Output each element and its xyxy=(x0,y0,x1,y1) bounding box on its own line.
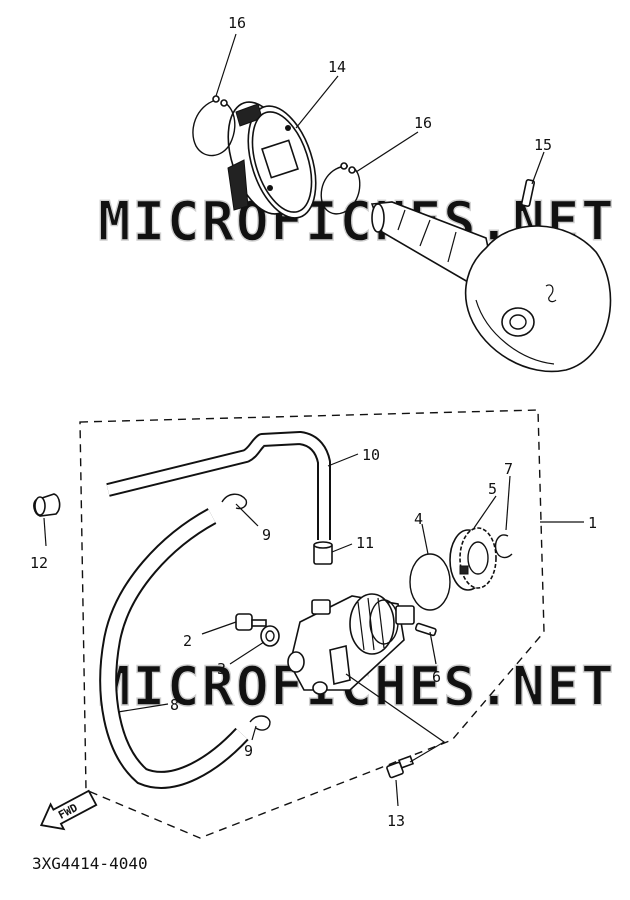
callout-8: 8 xyxy=(170,696,179,714)
washer-part-3 xyxy=(260,625,280,647)
callout-7: 7 xyxy=(504,460,513,478)
drive-shaft xyxy=(370,201,495,283)
crank-web xyxy=(464,225,612,373)
bolt-part-2 xyxy=(235,613,267,631)
pin-part-15 xyxy=(520,179,536,207)
screw-part-13 xyxy=(386,755,415,779)
callout-16-right: 16 xyxy=(414,114,432,132)
callout-10: 10 xyxy=(362,446,380,464)
circlip-part-16-right xyxy=(320,165,361,215)
callout-15: 15 xyxy=(534,136,552,154)
cap-part-12 xyxy=(33,493,61,517)
forward-direction-arrow: FWD xyxy=(39,789,98,831)
callout-9-lower: 9 xyxy=(244,742,253,760)
pin-part-6 xyxy=(414,622,437,637)
sleeve-part-11 xyxy=(313,541,333,565)
pump-gear-part-5 xyxy=(449,527,497,591)
callout-12: 12 xyxy=(30,554,48,572)
callout-1: 1 xyxy=(588,514,597,532)
callout-14: 14 xyxy=(328,58,346,76)
hose-part-8 xyxy=(99,508,249,789)
callout-9-upper: 9 xyxy=(262,526,271,544)
circlip-part-16-left xyxy=(192,99,236,157)
hose-clip-part-9-upper xyxy=(221,493,248,510)
leader-lines xyxy=(43,33,584,807)
pulley-part-14 xyxy=(227,101,317,219)
callout-13: 13 xyxy=(387,812,405,830)
hose-part-10 xyxy=(106,431,331,540)
diagram-code: 3XG4414-4040 xyxy=(32,854,148,873)
callout-16-left: 16 xyxy=(228,14,246,32)
callout-3: 3 xyxy=(217,660,226,678)
callout-6: 6 xyxy=(432,668,441,686)
clip-part-7 xyxy=(494,534,513,559)
o-ring-part-4 xyxy=(409,553,451,611)
callout-11: 11 xyxy=(356,534,374,552)
hose-clip-part-9-lower xyxy=(249,715,271,731)
callout-labels: 1 2 3 4 5 6 7 8 9 9 10 11 12 13 14 15 16… xyxy=(30,14,597,830)
callout-2: 2 xyxy=(183,632,192,650)
oil-pump-body xyxy=(287,593,415,695)
callout-4: 4 xyxy=(414,510,423,528)
callout-5: 5 xyxy=(488,480,497,498)
